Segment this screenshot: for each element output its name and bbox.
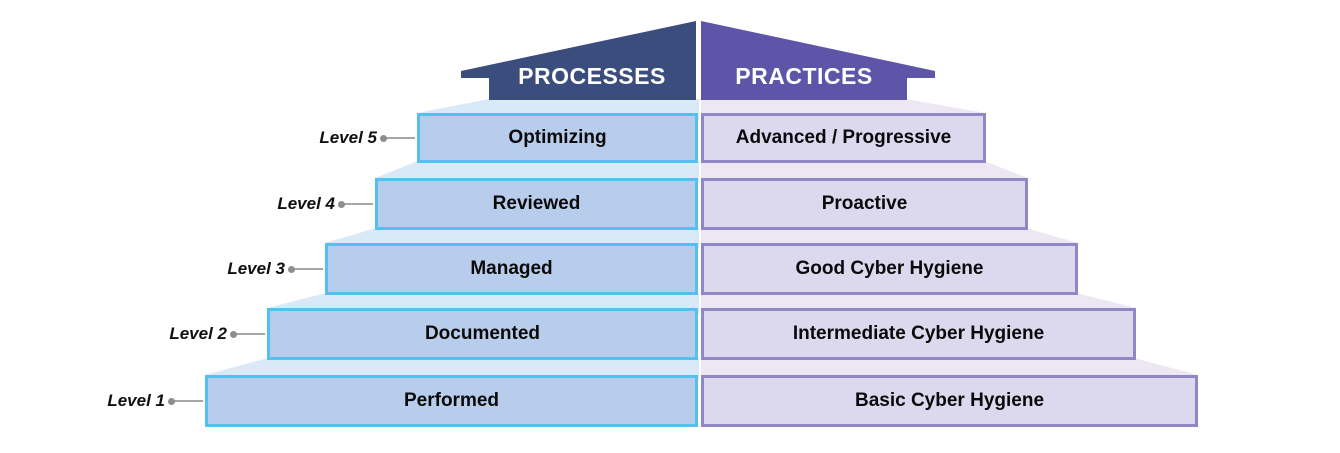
level-4-process-box: Reviewed: [375, 178, 698, 230]
level-3-label: Level 3: [227, 259, 285, 278]
level-3-process-box: Managed: [325, 243, 698, 295]
level-2-label: Level 2: [169, 324, 227, 343]
level-5-label: Level 5: [319, 128, 377, 147]
level-3-connector-line: [288, 265, 323, 273]
level-4-connector-line: [338, 200, 373, 208]
level-1-practice-box: Basic Cyber Hygiene: [701, 375, 1198, 427]
processes-title: PROCESSES: [518, 62, 666, 89]
roof-left-shape: [461, 21, 696, 100]
step-wedge-right: [701, 161, 1028, 182]
level-3-row: Level 3 Managed Good Cyber Hygiene: [0, 243, 1340, 295]
level-5-process-box: Optimizing: [417, 113, 698, 163]
step-wedge-left: [375, 161, 699, 182]
level-3-practice-box: Good Cyber Hygiene: [701, 243, 1078, 295]
level-5-practice-box: Advanced / Progressive: [701, 113, 986, 163]
roof-right-shape: [701, 21, 935, 100]
level-1-label: Level 1: [107, 391, 165, 410]
level-2-practice-box: Intermediate Cyber Hygiene: [701, 308, 1136, 360]
level-1-process-box: Performed: [205, 375, 698, 427]
level-2-process-box: Documented: [267, 308, 698, 360]
level-4-row: Level 4 Reviewed Proactive: [0, 178, 1340, 230]
level-1-row: Level 1 Performed Basic Cyber Hygiene: [0, 375, 1340, 427]
level-4-practice-box: Proactive: [701, 178, 1028, 230]
level-5-row: Level 5 Optimizing Advanced / Progressiv…: [0, 113, 1340, 163]
practices-title: PRACTICES: [735, 62, 873, 89]
level-5-connector-line: [380, 134, 415, 142]
level-4-label: Level 4: [277, 194, 335, 213]
level-1-connector-line: [168, 397, 203, 405]
level-2-connector-line: [230, 330, 265, 338]
level-2-row: Level 2 Documented Intermediate Cyber Hy…: [0, 308, 1340, 360]
